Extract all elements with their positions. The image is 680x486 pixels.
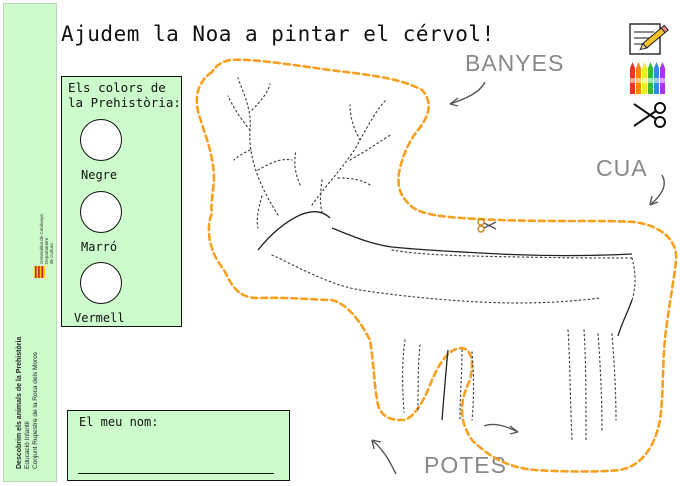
arrow-tail <box>649 174 666 206</box>
arrow-legs-right <box>483 423 519 435</box>
name-writing-line[interactable] <box>78 473 274 474</box>
swatch-brown[interactable] <box>80 191 122 233</box>
name-label: El meu nom: <box>79 415 159 429</box>
catalan-flag-icon <box>34 266 45 278</box>
side-strip: Descobrim els animals de la Prehistòria … <box>3 3 57 482</box>
arrow-antlers <box>449 81 486 107</box>
name-box: El meu nom: <box>67 410 290 481</box>
colors-panel: Els colors de la Prehistòria: Negre Marr… <box>61 76 182 327</box>
swatch-label-black: Negre <box>81 168 118 182</box>
page-title: Ajudem la Noa a pintar el cérvol! <box>61 22 495 46</box>
cut-line <box>195 58 678 473</box>
colors-heading: Els colors de la Prehistòria: <box>68 80 181 110</box>
cut-scissors-icon <box>477 218 497 233</box>
swatch-black[interactable] <box>80 119 122 161</box>
deer-outline <box>257 210 633 421</box>
swatch-label-red: Vermell <box>74 311 125 325</box>
swatch-label-brown: Marró <box>81 240 118 254</box>
label-legs: POTES <box>424 452 507 478</box>
institution-logo: Generalitat de Catalunya Departament de … <box>33 214 54 280</box>
pencil-paper-icon <box>629 23 669 55</box>
scissors-icon <box>633 102 666 128</box>
crayons-icon <box>630 62 665 94</box>
label-tail: CUA <box>596 155 648 181</box>
swatch-red[interactable] <box>80 262 122 304</box>
label-antlers: BANYES <box>465 50 565 76</box>
deer-dotted-outline <box>227 77 636 441</box>
arrow-legs-left <box>371 439 397 475</box>
